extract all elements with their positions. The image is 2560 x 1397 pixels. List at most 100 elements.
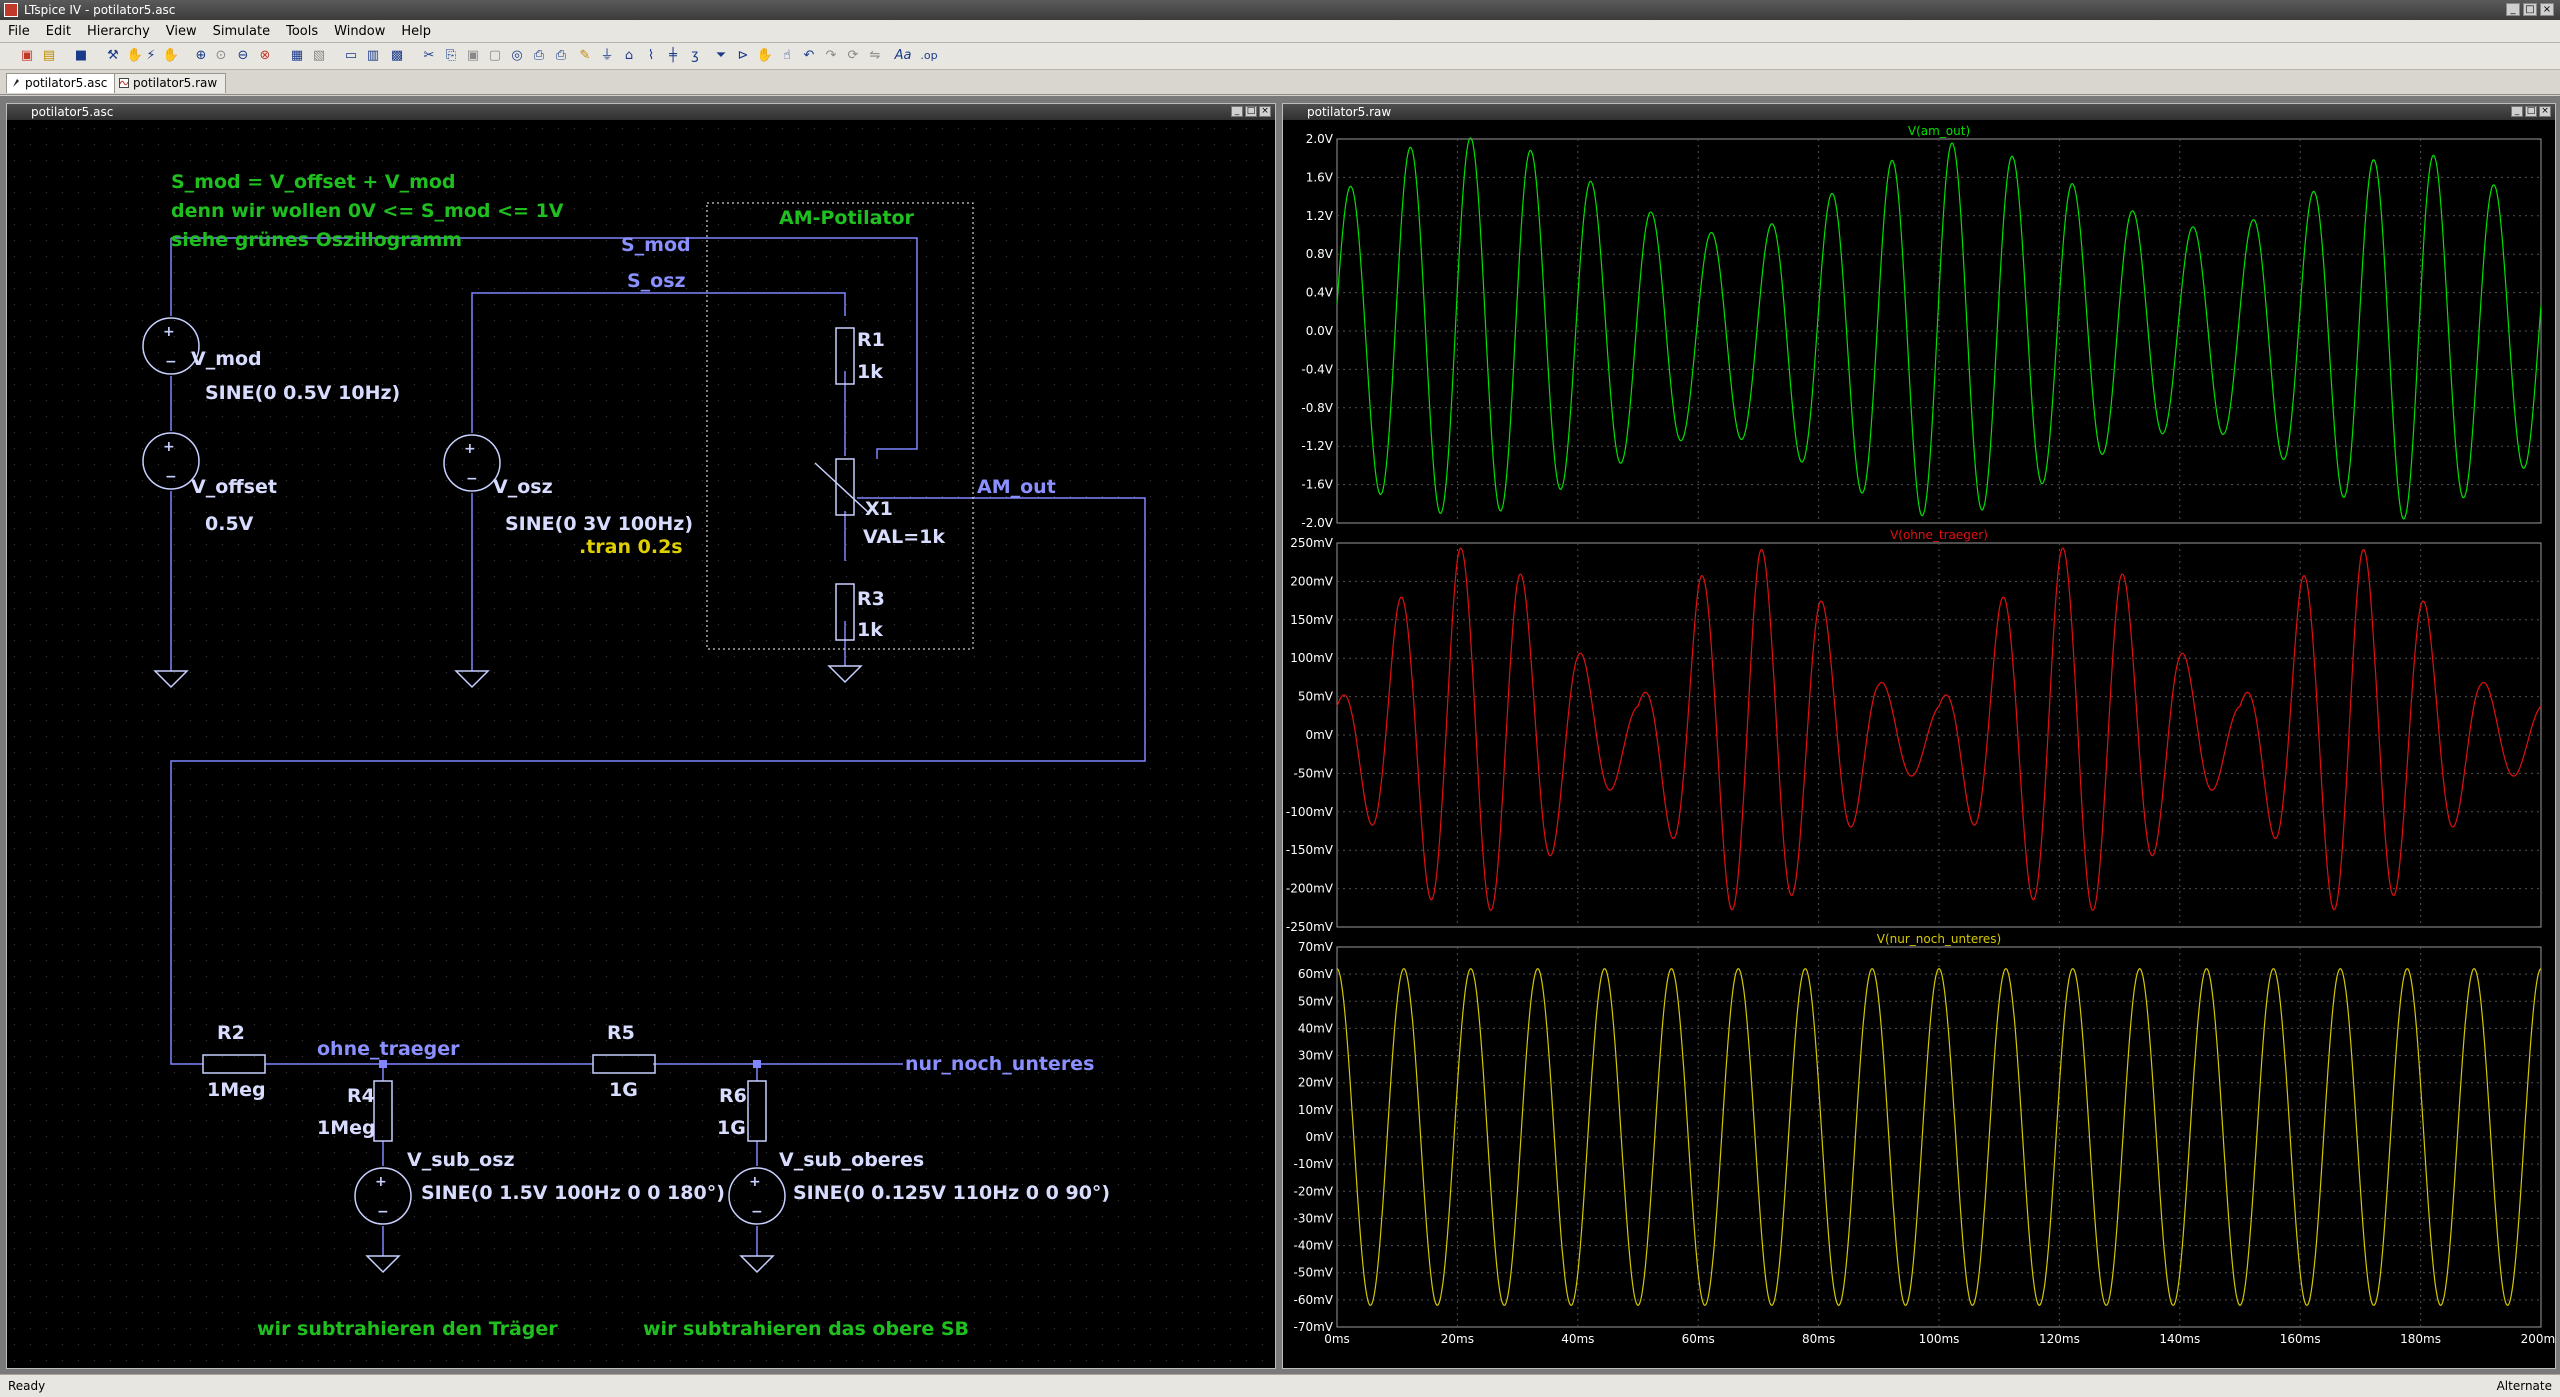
ground-icon[interactable]: ⏚ — [600, 48, 614, 63]
halt-icon[interactable]: ✋ — [126, 48, 144, 63]
net-s-mod[interactable]: S_mod — [621, 234, 691, 256]
r5-resistor[interactable] — [592, 1054, 656, 1074]
cascade-icon[interactable]: ▩ — [390, 48, 404, 63]
r6-value: 1G — [717, 1117, 746, 1139]
v-mod-source[interactable] — [142, 317, 200, 375]
waveform-canvas[interactable]: 2.0V1.6V1.2V0.8V0.4V0.0V-0.4V-0.8V-1.2V-… — [1283, 121, 2555, 1367]
tile-vertical-icon[interactable]: ▥ — [366, 48, 380, 63]
r3-resistor[interactable] — [835, 583, 855, 641]
copy-icon[interactable]: ⎘ — [445, 48, 457, 63]
capacitor-icon[interactable]: ╪ — [669, 48, 677, 63]
maximize-button[interactable]: □ — [2523, 3, 2537, 16]
schematic-window[interactable]: potilator5.asc _□× — [6, 103, 1276, 1369]
grid-icon[interactable]: ▧ — [312, 48, 326, 63]
menu-hierarchy[interactable]: Hierarchy — [86, 24, 150, 39]
cut-icon[interactable]: ✂ — [423, 48, 435, 63]
rotate-icon[interactable]: ⟳ — [847, 48, 859, 63]
control-panel-icon[interactable]: ⚒ — [107, 48, 119, 63]
tran-directive[interactable]: .tran 0.2s — [579, 536, 683, 558]
paste-icon[interactable]: ▣ — [466, 48, 480, 63]
x-tick-label: 120ms — [2039, 1332, 2080, 1346]
menu-file[interactable]: File — [8, 24, 30, 39]
svg-text:−: − — [466, 471, 478, 487]
zoom-out-icon[interactable]: ⊖ — [237, 48, 249, 63]
draw-wire-icon[interactable]: ✎ — [579, 48, 591, 63]
print-preview-icon[interactable]: ⎙ — [533, 48, 545, 63]
y-tick-label: -150mV — [1286, 843, 1334, 857]
r6-resistor[interactable] — [747, 1080, 767, 1142]
x-tick-label: 140ms — [2159, 1332, 2200, 1346]
v-sub-oberes-source[interactable] — [728, 1167, 786, 1225]
open-folder-icon[interactable]: ▤ — [42, 48, 56, 63]
tile-horizontal-icon[interactable]: ▭ — [344, 48, 358, 63]
r5-name: R5 — [607, 1022, 635, 1044]
waveform-close-button[interactable]: × — [2539, 106, 2551, 117]
schematic-canvas[interactable]: +− +− +− +− +− S_mod = V_offset + V_mod … — [7, 121, 1275, 1367]
run-icon[interactable]: ⚡ — [146, 48, 156, 63]
schematic-close-button[interactable]: × — [1259, 106, 1271, 117]
y-tick-label: 0.0V — [1306, 324, 1334, 338]
diode-icon[interactable]: ⏷ — [715, 48, 727, 63]
inductor-icon[interactable]: ʒ — [691, 48, 699, 63]
pause-icon[interactable]: ✋ — [162, 48, 180, 63]
y-tick-label: 50mV — [1298, 690, 1334, 704]
move-icon[interactable]: ✋ — [756, 48, 774, 63]
mirror-icon[interactable]: ⇋ — [869, 48, 881, 63]
menu-view[interactable]: View — [165, 24, 197, 39]
schematic-minimize-button[interactable]: _ — [1231, 106, 1243, 117]
zoom-in-icon[interactable]: ⊕ — [195, 48, 207, 63]
delete-icon[interactable]: ▢ — [488, 48, 502, 63]
v-offset-source[interactable] — [142, 432, 200, 490]
schematic-restore-button[interactable]: □ — [1245, 106, 1257, 117]
close-button[interactable]: × — [2540, 3, 2554, 16]
spice-directive-icon[interactable]: .op — [920, 49, 938, 62]
print-icon[interactable]: ⎙ — [555, 48, 567, 63]
menu-edit[interactable]: Edit — [45, 24, 71, 39]
y-tick-label: 50mV — [1298, 994, 1334, 1008]
net-nur-noch-unteres[interactable]: nur_noch_unteres — [905, 1053, 1094, 1075]
menu-tools[interactable]: Tools — [286, 24, 319, 39]
menu-window[interactable]: Window — [334, 24, 386, 39]
x-tick-label: 200ms — [2521, 1332, 2555, 1346]
y-tick-label: -200mV — [1286, 882, 1334, 896]
y-tick-label: 60mV — [1298, 967, 1334, 981]
waveform-restore-button[interactable]: □ — [2525, 106, 2537, 117]
y-tick-label: 30mV — [1298, 1049, 1334, 1063]
tab-waveform[interactable]: potilator5.raw — [114, 73, 227, 93]
component-icon[interactable]: ⊳ — [737, 48, 749, 63]
find-icon[interactable]: ◎ — [511, 48, 523, 63]
x1-potentiometer[interactable] — [835, 458, 855, 516]
minimize-button[interactable]: _ — [2506, 3, 2520, 16]
r1-resistor[interactable] — [835, 327, 855, 385]
window-controls: _ □ × — [2506, 3, 2554, 16]
net-ohne-traeger[interactable]: ohne_traeger — [317, 1038, 460, 1060]
text-icon[interactable]: Aa — [894, 48, 912, 63]
x1-name: X1 — [865, 498, 893, 520]
r2-resistor[interactable] — [202, 1054, 266, 1074]
menu-simulate[interactable]: Simulate — [212, 24, 271, 39]
pan-icon[interactable]: ⊙ — [215, 48, 227, 63]
net-am-out[interactable]: AM_out — [977, 476, 1056, 498]
undo-icon[interactable]: ↶ — [803, 48, 815, 63]
autorange-icon[interactable]: ▦ — [290, 48, 304, 63]
label-net-icon[interactable]: ⌂ — [624, 48, 634, 63]
r2-value: 1Meg — [207, 1079, 266, 1101]
v-osz-source[interactable] — [443, 434, 501, 492]
net-s-osz[interactable]: S_osz — [627, 270, 686, 292]
redo-icon[interactable]: ↷ — [825, 48, 837, 63]
tab-schematic[interactable]: potilator5.asc — [6, 73, 117, 93]
waveform-minimize-button[interactable]: _ — [2511, 106, 2523, 117]
r4-resistor[interactable] — [373, 1080, 393, 1142]
save-icon[interactable]: ■ — [74, 48, 88, 63]
v-sub-osz-source[interactable] — [354, 1167, 412, 1225]
trace-1 — [1336, 547, 2542, 911]
y-tick-label: 70mV — [1298, 940, 1334, 954]
new-schematic-icon[interactable]: ▣ — [20, 48, 34, 63]
r6-name: R6 — [719, 1085, 747, 1107]
zoom-fit-icon[interactable]: ⊗ — [259, 48, 271, 63]
drag-icon[interactable]: ☝ — [783, 48, 791, 63]
resistor-icon[interactable]: ⌇ — [647, 48, 655, 63]
menu-help[interactable]: Help — [401, 24, 432, 39]
y-tick-label: -20mV — [1294, 1184, 1334, 1198]
